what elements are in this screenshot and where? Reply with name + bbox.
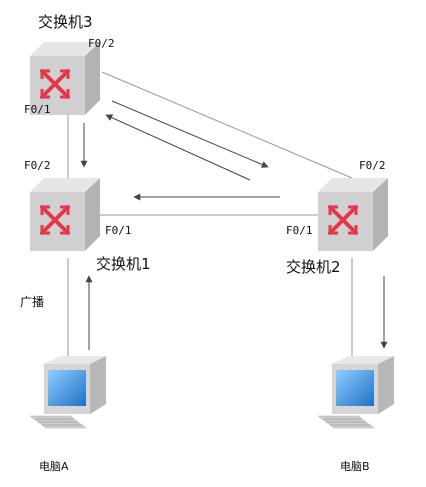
switch-2-icon[interactable] [318,178,388,251]
pc-a-label: 电脑A [39,460,69,473]
switch-3-port-f02: F0/2 [88,37,115,50]
flow-arrows [80,100,388,350]
pc-b-icon[interactable] [317,356,394,429]
switch-3-label: 交换机3 [38,13,93,31]
switch-2-port-f02: F0/2 [359,159,386,172]
switch-1-label: 交换机1 [96,255,151,273]
switch-2-label: 交换机2 [286,258,341,276]
pc-b-label: 电脑B [340,460,370,473]
switch-1-port-f02: F0/2 [24,159,51,172]
arrow-sw3-to-sw2 [111,100,269,168]
switch-1-icon[interactable] [30,178,100,251]
switch-3-icon[interactable] [30,42,100,115]
arrow-sw2-to-sw3 [105,114,251,181]
switch-3-port-f01: F0/1 [24,103,51,116]
links [67,71,353,358]
link-sw3-sw2 [101,71,353,179]
switch-1-port-f01: F0/1 [105,224,132,237]
pc-a-icon[interactable] [29,356,106,429]
switch-2-port-f01: F0/1 [286,224,313,237]
broadcast-label: 广播 [20,295,45,309]
